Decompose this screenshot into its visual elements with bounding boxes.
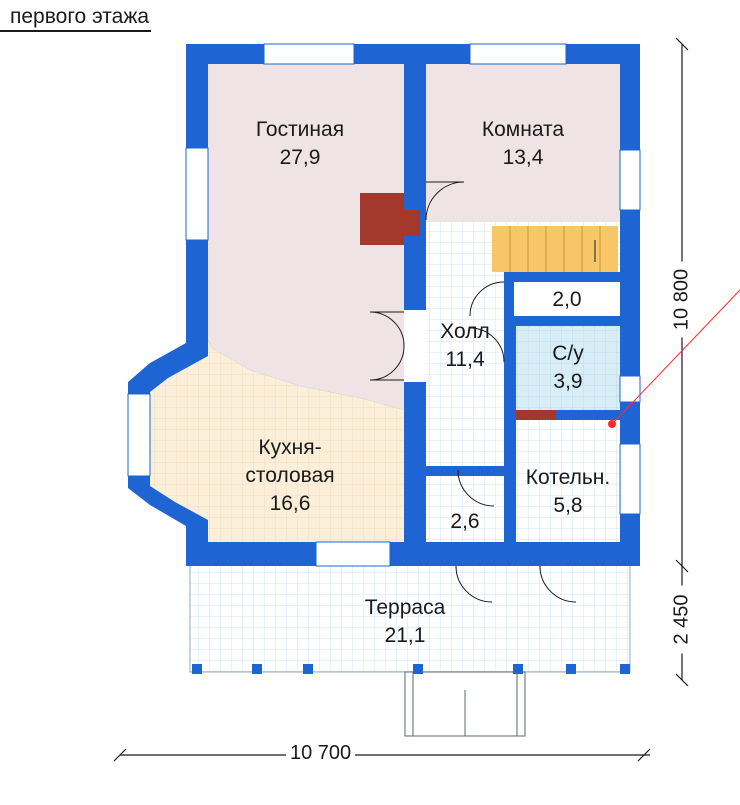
room-storage <box>514 282 620 316</box>
kitchen-area: 16,6 <box>269 492 311 515</box>
kitchen-name-2: столовая <box>245 464 335 487</box>
bedroom-name: Комната <box>481 118 565 141</box>
dimension-lines <box>113 37 689 762</box>
terrace-name: Терраса <box>364 596 446 619</box>
room-bath <box>516 326 620 410</box>
stairs-lines <box>509 226 601 272</box>
pointer-line <box>611 289 740 425</box>
room-living <box>208 64 404 410</box>
width-dimension: 10 700 <box>286 742 356 765</box>
chimney <box>360 193 404 245</box>
boiler-name: Котельн. <box>525 466 611 489</box>
plan-title: первого этажа <box>0 6 152 32</box>
height-dimension-main: 10 800 <box>670 261 694 338</box>
living-name: Гостиная <box>255 118 345 141</box>
terrace-area: 21,1 <box>384 624 426 647</box>
kitchen-name-1: Кухня- <box>258 436 322 459</box>
terrace-posts <box>192 664 630 674</box>
room-hall <box>426 222 504 466</box>
stove <box>404 210 420 236</box>
porch-steps-lines <box>412 672 518 736</box>
pointer-dot <box>608 420 616 428</box>
windows <box>127 43 641 567</box>
hall-area: 11,4 <box>445 348 485 371</box>
storage-area: 2,0 <box>552 288 582 311</box>
room-kitchen <box>150 340 404 542</box>
height-dimension-terrace: 2 450 <box>670 585 694 654</box>
room-bedroom <box>426 64 620 222</box>
room-closet <box>426 476 504 542</box>
doors <box>369 181 577 603</box>
bath-name: С/у <box>552 342 584 365</box>
stairs <box>492 226 618 272</box>
bath-area: 3,9 <box>553 370 583 393</box>
boiler-area: 5,8 <box>553 494 583 517</box>
bedroom-area: 13,4 <box>502 146 544 169</box>
boiler-unit <box>516 410 556 420</box>
room-boiler <box>516 420 620 542</box>
living-area: 27,9 <box>279 146 321 169</box>
closet-area: 2,6 <box>450 510 480 533</box>
terrace-floor <box>189 561 631 673</box>
hall-name: Холл <box>440 320 490 343</box>
